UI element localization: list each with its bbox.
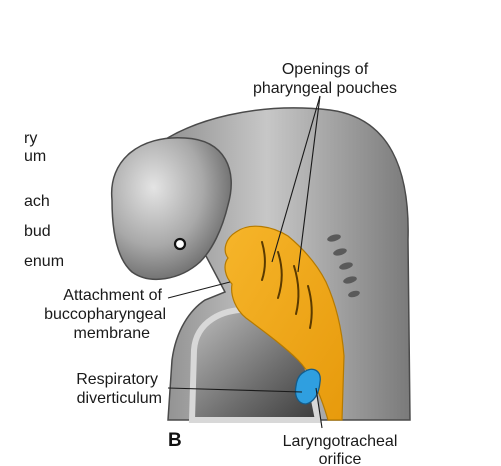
clipped-label-5: enum [24, 253, 64, 270]
label-respiratory-line1: Respiratory [76, 371, 158, 388]
panel-letter: B [168, 430, 182, 451]
label-laryngotracheal-line2: orifice [319, 451, 362, 466]
label-openings-line2: pharyngeal pouches [253, 80, 397, 97]
eye-dot [175, 239, 185, 249]
clipped-label-4: bud [24, 223, 51, 240]
clipped-label-3: ach [24, 193, 50, 210]
clipped-label-1: ry [24, 130, 37, 147]
label-openings-line1: Openings of [282, 61, 369, 78]
label-laryngotracheal-line1: Laryngotracheal [283, 433, 398, 450]
label-respiratory-line2: diverticulum [77, 390, 162, 407]
label-attachment-line3: membrane [74, 325, 151, 342]
label-attachment-line1: Attachment of [63, 287, 162, 304]
clipped-label-2: um [24, 148, 46, 165]
label-attachment-line2: buccopharyngeal [44, 306, 166, 323]
